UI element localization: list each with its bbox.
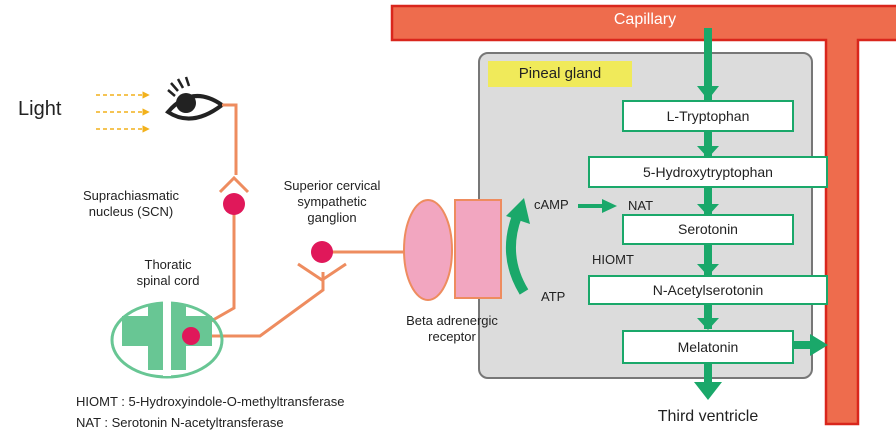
atp-label: ATP [541,289,566,304]
legend-nat: NAT : Serotonin N-acetyltransferase [76,415,284,430]
spinal-cord-icon [110,300,224,379]
step-serotonin: Serotonin [622,214,794,245]
step-l-tryptophan: L-Tryptophan [622,100,794,132]
eye-icon [165,76,226,121]
light-arrows [96,91,150,133]
nat-label: NAT [628,198,654,213]
atp-to-camp-arrow [505,198,530,295]
hiomt-label: HIOMT [592,252,634,267]
melatonin-to-capillary-arrow [790,334,828,356]
capillary-vessel [390,4,896,426]
scn-neuron [223,193,245,215]
capillary-label: Capillary [613,11,677,28]
spinal-neuron [182,327,200,345]
light-label: Light [18,98,62,120]
ganglion-neuron [311,241,333,263]
camp-label: cAMP [534,197,569,212]
camp-to-nat-arrow [578,199,617,213]
beta-adrenergic-receptor-icon [403,199,502,301]
step-5-hydroxytryptophan: 5-Hydroxytryptophan [588,156,828,188]
step-n-acetylserotonin: N-Acetylserotonin [588,275,828,305]
step-melatonin: Melatonin [622,330,794,364]
third-ventricle-label: Third ventricle [657,408,759,425]
pineal-gland-label: Pineal gland [488,61,632,87]
synthesis-flow-arrows [694,28,722,400]
legend-hiomt: HIOMT : 5-Hydroxyindole-O-methyltransfer… [76,394,345,409]
